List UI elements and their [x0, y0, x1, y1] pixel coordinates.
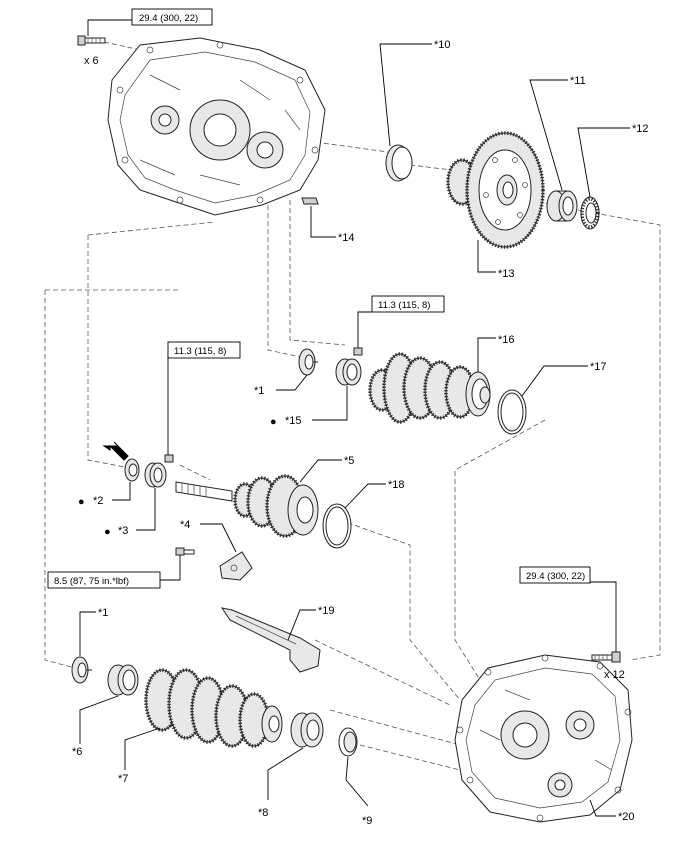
callout-14: *14 — [338, 232, 355, 244]
torque-spec-case-bolt-upper: 29.4 (300, 22) — [139, 13, 198, 24]
torque-spec-bolt-15: 11.3 (115, 8) — [378, 300, 430, 311]
part-7-countershaft-assembly — [144, 668, 283, 748]
torque-spec-box-bolt-15 — [371, 295, 445, 313]
part-5-input-shaft — [175, 474, 319, 538]
part-3-bearing — [144, 462, 167, 488]
part-18-snap-ring — [322, 503, 352, 549]
part-4-lock-plate — [219, 551, 253, 581]
callout-10: *10 — [434, 39, 451, 51]
part-19-oil-pipe — [220, 607, 321, 673]
callout-1-upper: *1 — [254, 385, 264, 397]
callout-18: *18 — [388, 479, 405, 491]
torque-spec-box-bolt-3 — [167, 341, 241, 359]
part-1-bearing-retainer-lower — [71, 656, 92, 684]
transaxle-case-upper — [107, 37, 326, 216]
callout-19: *19 — [318, 605, 335, 617]
bolt-3 — [164, 454, 174, 463]
part-20-transaxle-case-lower — [454, 654, 633, 823]
callout-17: *17 — [590, 361, 607, 373]
callout-7: *7 — [118, 773, 128, 785]
torque-spec-bolt-4: 8.5 (87, 75 in.*lbf) — [54, 576, 129, 587]
part-11-bearing — [546, 190, 578, 222]
part-6-bearing-race — [107, 664, 139, 696]
callout-11: *11 — [570, 75, 586, 87]
callout-4: *4 — [180, 519, 190, 531]
callout-2: *2 — [93, 495, 103, 507]
bolt-quantity-upper: x 6 — [84, 55, 99, 67]
callout-13: *13 — [498, 268, 515, 280]
torque-spec-box-case-bolt-upper — [131, 8, 213, 26]
part-1-bearing-retainer-upper — [298, 348, 318, 376]
marker-3: ● — [104, 526, 111, 538]
torque-spec-box-bolt-4 — [47, 571, 161, 589]
callout-12: *12 — [632, 123, 649, 135]
marker-15: ● — [270, 416, 277, 428]
part-17-snap-ring — [497, 389, 527, 435]
torque-spec-case-bolt-lower: 29.4 (300, 22) — [526, 571, 585, 582]
bolt-4 — [175, 547, 195, 556]
torque-spec-bolt-3: 11.3 (115, 8) — [174, 346, 226, 357]
callout-16: *16 — [498, 334, 515, 346]
callout-15: *15 — [285, 415, 302, 427]
callout-20: *20 — [618, 811, 635, 823]
part-12-shim — [580, 196, 600, 230]
marker-2: ● — [78, 496, 85, 508]
part-8-bearing — [290, 712, 324, 748]
part-13-differential-ring-gear — [446, 131, 545, 249]
callout-9: *9 — [362, 815, 372, 827]
torque-spec-box-case-bolt-lower — [519, 566, 591, 584]
part-15-bearing — [335, 358, 362, 386]
install-direction-arrow — [102, 441, 129, 461]
case-bolt-lower — [591, 651, 621, 663]
callout-3: *3 — [118, 525, 128, 537]
part-16-output-shaft-assembly — [368, 352, 491, 424]
callout-5: *5 — [344, 455, 354, 467]
part-14-key — [301, 197, 319, 205]
part-10-bearing-outer-race — [385, 144, 413, 182]
bolt-quantity-lower: x 12 — [604, 669, 625, 681]
part-9-shim — [338, 727, 358, 757]
case-bolt-upper — [77, 35, 106, 46]
callout-8: *8 — [258, 807, 268, 819]
part-2-oil-seal — [124, 458, 140, 482]
bolt-15 — [353, 347, 363, 356]
callout-1-lower: *1 — [98, 607, 108, 619]
callout-6: *6 — [72, 746, 82, 758]
